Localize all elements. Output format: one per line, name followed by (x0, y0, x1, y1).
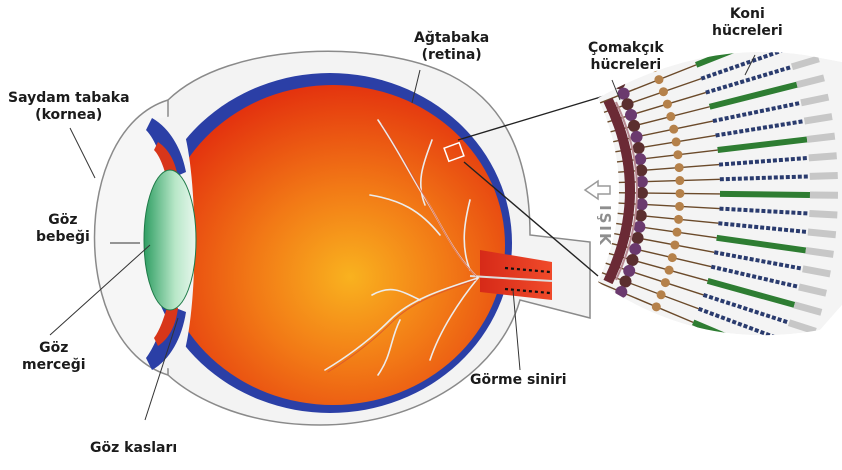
pigment-epithelium (809, 214, 837, 216)
neuron-body (670, 240, 679, 249)
pigment-epithelium (807, 136, 835, 139)
neuron-body (675, 163, 684, 172)
pigment-epithelium (809, 156, 837, 158)
cones-label-line2: hücreleri (712, 23, 783, 40)
neuron-body (629, 243, 641, 255)
cone-segment (720, 194, 810, 195)
neuron-body (666, 112, 675, 121)
light-arrow: IŞIK (585, 181, 614, 247)
lens-shape (144, 170, 196, 310)
neuron-body (674, 215, 683, 224)
rods-label-line2: hücreleri (588, 57, 664, 74)
cornea-label-line2: (kornea) (8, 107, 130, 124)
muscles-label: Göz kasları (90, 440, 177, 457)
cornea-label: Saydam tabaka (kornea) (8, 90, 130, 124)
neuron-body (675, 189, 684, 198)
optic-nerve-label: Görme siniri (470, 372, 567, 389)
pupil-label: Göz bebeği (36, 212, 90, 246)
pigment-epithelium (780, 21, 806, 31)
eyeball-interior (161, 85, 505, 405)
neuron-body (669, 125, 678, 134)
neuron-body (663, 100, 672, 109)
lens-label-line1: Göz (22, 340, 86, 357)
neuron-body (675, 176, 684, 185)
muscles-label-text: Göz kasları (90, 440, 177, 457)
pigment-epithelium (808, 232, 836, 235)
cones-label: Koni hücreleri (712, 6, 783, 40)
lens-label-line2: merceği (22, 357, 86, 374)
cones-label-line1: Koni (712, 6, 783, 23)
pupil-label-line2: bebeği (36, 229, 90, 246)
neuron-body (654, 75, 663, 84)
neuron-body (652, 302, 661, 311)
lens-label: Göz merceği (22, 340, 86, 374)
eyeball (95, 51, 591, 425)
rods-label-line1: Çomakçık (588, 40, 664, 57)
neuron-body (625, 109, 637, 121)
retina-label-line2: (retina) (414, 47, 489, 64)
neuron-body (626, 254, 638, 266)
neuron-body (631, 131, 643, 143)
pigment-epithelium (783, 340, 809, 350)
pigment-epithelium (804, 117, 832, 121)
neuron-body (623, 265, 635, 277)
rods-label: Çomakçık hücreleri (588, 40, 664, 74)
optic-nerve-label-text: Görme siniri (470, 372, 567, 389)
neuron-body (615, 286, 627, 298)
pigment-epithelium (810, 176, 838, 177)
neuron-body (661, 278, 670, 287)
pigment-epithelium (806, 250, 834, 254)
pigment-epithelium (776, 357, 802, 368)
neuron-body (675, 202, 684, 211)
neuron-body (668, 253, 677, 262)
neuron-body (632, 232, 644, 244)
neuron-body (657, 290, 666, 299)
neuron-body (672, 137, 681, 146)
light-label: IŞIK (596, 205, 614, 247)
neuron-body (673, 150, 682, 159)
pigment-epithelium (786, 40, 812, 49)
neuron-body (665, 266, 674, 275)
retina-label: Ağtabaka (retina) (414, 30, 489, 64)
neuron-body (619, 276, 631, 288)
neuron-body (622, 98, 634, 110)
neuron-body (628, 120, 640, 132)
cornea-label-line1: Saydam tabaka (8, 90, 130, 107)
neuron-body (633, 142, 645, 154)
retina-label-line1: Ağtabaka (414, 30, 489, 47)
pupil-label-line1: Göz (36, 212, 90, 229)
neuron-body (673, 228, 682, 237)
neuron-body (659, 87, 668, 96)
